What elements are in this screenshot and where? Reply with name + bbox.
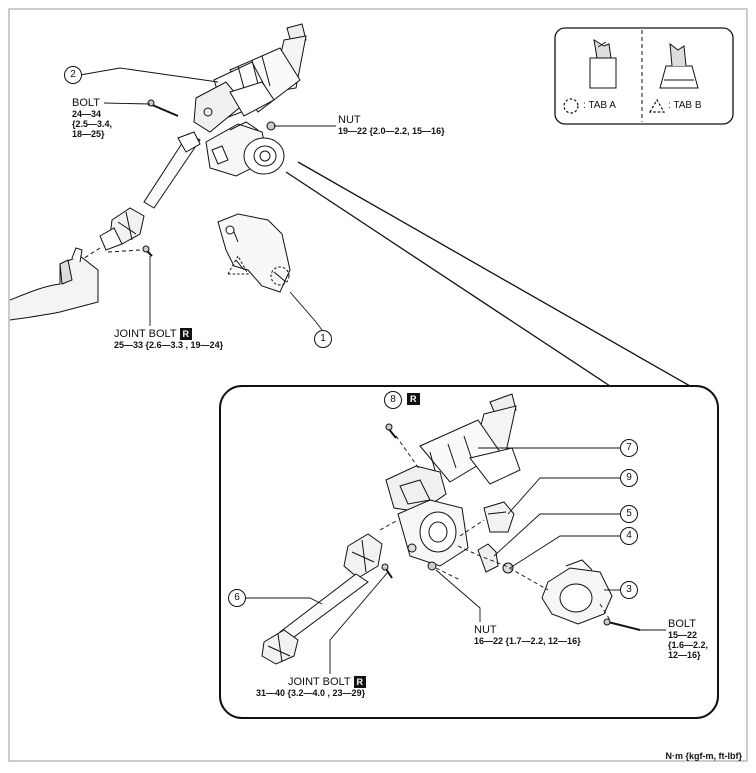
callout-6: 6: [228, 589, 246, 607]
callout-7: 7: [620, 439, 638, 457]
callout-1: 1: [314, 330, 332, 348]
tab-a-label: : TAB A: [583, 100, 616, 111]
callout-3: 3: [620, 581, 638, 599]
callout-9: 9: [620, 469, 638, 487]
detail-assembly-lines: [379, 435, 611, 621]
detail-leader-lines: [244, 447, 666, 674]
callout-8: 8: [384, 391, 402, 409]
steering-column-assembly: [9, 23, 307, 321]
tab-b-clip-icon: [648, 42, 699, 113]
callout-4: 4: [620, 527, 638, 545]
reusable-badge: R: [179, 328, 193, 341]
detail-view-pointer: [285, 161, 691, 387]
tab-a-clip-icon: [563, 39, 617, 114]
tab-b-label: : TAB B: [668, 100, 702, 111]
label-bolt-upper: BOLT 24—34 {2.5—3.4, 18—25}: [72, 97, 113, 140]
callout-2: 2: [64, 66, 82, 84]
upper-leader-lines: [79, 67, 336, 331]
label-nut-lower: NUT 16—22 {1.7—2.2, 12—16}: [474, 624, 581, 647]
reusable-badge: R: [353, 676, 367, 689]
tab-legend-box: [554, 27, 734, 125]
callout-5: 5: [620, 505, 638, 523]
detail-view-box: [219, 385, 719, 719]
label-nut-upper: NUT 19—22 {2.0—2.2, 15—16}: [338, 114, 445, 137]
column-cover: [217, 213, 291, 293]
label-bolt-lower: BOLT 15—22 {1.6—2.2, 12—16}: [668, 618, 709, 661]
badge-8: R: [407, 393, 420, 405]
torque-unit-note: N·m {kgf-m, ft-lbf}: [665, 751, 743, 761]
